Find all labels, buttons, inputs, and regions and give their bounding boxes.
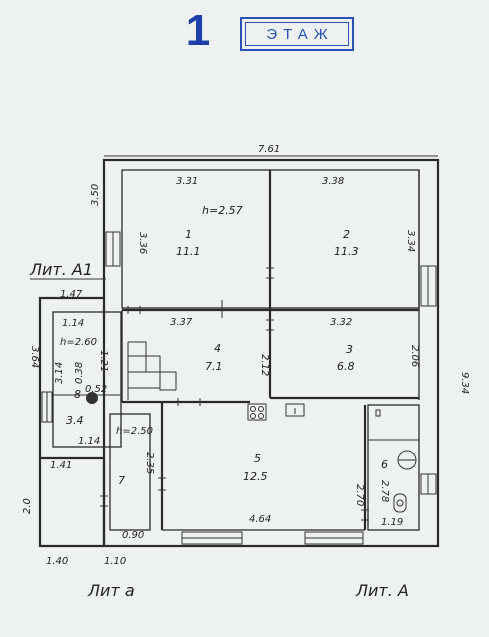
room3-number: 3: [346, 343, 353, 356]
room1-height: h=2.57: [202, 204, 243, 217]
room8-aux-small2: 0.38: [74, 362, 85, 384]
dim-left-top: 3.50: [90, 184, 101, 206]
annex-left-height: 2.0: [22, 498, 33, 514]
room6-depth: 2.78: [379, 480, 390, 502]
label-lit-a-small: Лит а: [87, 581, 135, 600]
room7-outline: [109, 413, 151, 531]
room1-number: 1: [185, 228, 192, 241]
room4-area: 7.1: [205, 360, 223, 373]
annex-outer-wall: [38, 296, 104, 460]
room1-depth: 3.36: [137, 232, 148, 254]
floor-number: 1: [185, 6, 211, 55]
room3-area: 6.8: [337, 360, 355, 373]
room2-depth: 3.34: [405, 230, 416, 252]
room8-outline: [52, 311, 122, 448]
room7-number: 7: [118, 474, 125, 487]
room6-outline: [367, 404, 420, 531]
boiler-fixture: [86, 392, 98, 404]
room4-depth: 2.12: [259, 354, 270, 376]
room5-area: 12.5: [243, 470, 268, 483]
room7-height: h=2.50: [116, 426, 153, 437]
room8-aux-width: 1.21: [98, 350, 109, 372]
room8-height: h=2.60: [60, 337, 97, 348]
label-lit-a: Лит. А: [355, 581, 409, 600]
veranda-outer-wall: [38, 458, 104, 548]
room1-width: 3.31: [176, 176, 198, 187]
room1-area: 11.1: [176, 245, 201, 258]
small-fixture: [375, 409, 381, 417]
room6-number: 6: [381, 458, 388, 471]
windows: [41, 231, 437, 545]
room8-number: 8: [74, 388, 81, 401]
room4-width: 3.37: [170, 317, 193, 328]
annex-bottom-right: 1.10: [104, 556, 126, 567]
annex-bottom-left: 1.40: [46, 556, 68, 567]
room5-width: 4.64: [249, 514, 271, 525]
room2-width: 3.38: [322, 176, 344, 187]
door-marks: [100, 267, 369, 521]
room5-depth: 2.70: [354, 484, 365, 506]
room4-number: 4: [214, 342, 221, 355]
annex-top-width: 1.47: [60, 289, 83, 300]
annex-bottom-width: 1.41: [50, 460, 72, 471]
room5-number: 5: [254, 452, 261, 465]
floor-stamp: ЭТАЖ: [240, 17, 354, 51]
staircase: [127, 341, 177, 400]
bathtub-fixture: [397, 450, 417, 470]
room3-depth: 2.06: [409, 345, 420, 367]
room3-width: 3.32: [330, 317, 352, 328]
room8-depth: 3.14: [54, 362, 65, 384]
dim-overall-width: 7.61: [258, 144, 280, 155]
room8-width: 1.14: [62, 318, 84, 329]
label-lit-a1: Лит. А1: [29, 260, 93, 279]
room2-number: 2: [343, 228, 350, 241]
stove-fixture: [247, 403, 267, 421]
sink-fixture: [285, 403, 305, 417]
toilet-fixture: [393, 493, 407, 513]
room2-area: 11.3: [334, 245, 359, 258]
dim-left-side: 3.64: [29, 346, 40, 368]
room8-bottom-width: 1.14: [78, 436, 100, 447]
room6-width: 1.19: [381, 517, 403, 528]
floor-label: ЭТАЖ: [245, 22, 349, 46]
room8-area: 3.4: [66, 414, 84, 427]
room7-depth: 2.35: [144, 452, 155, 474]
room8-aux-small: 0.52: [85, 384, 107, 395]
dim-overall-height: 9.34: [459, 372, 470, 394]
room7-width: 0.90: [122, 530, 144, 541]
